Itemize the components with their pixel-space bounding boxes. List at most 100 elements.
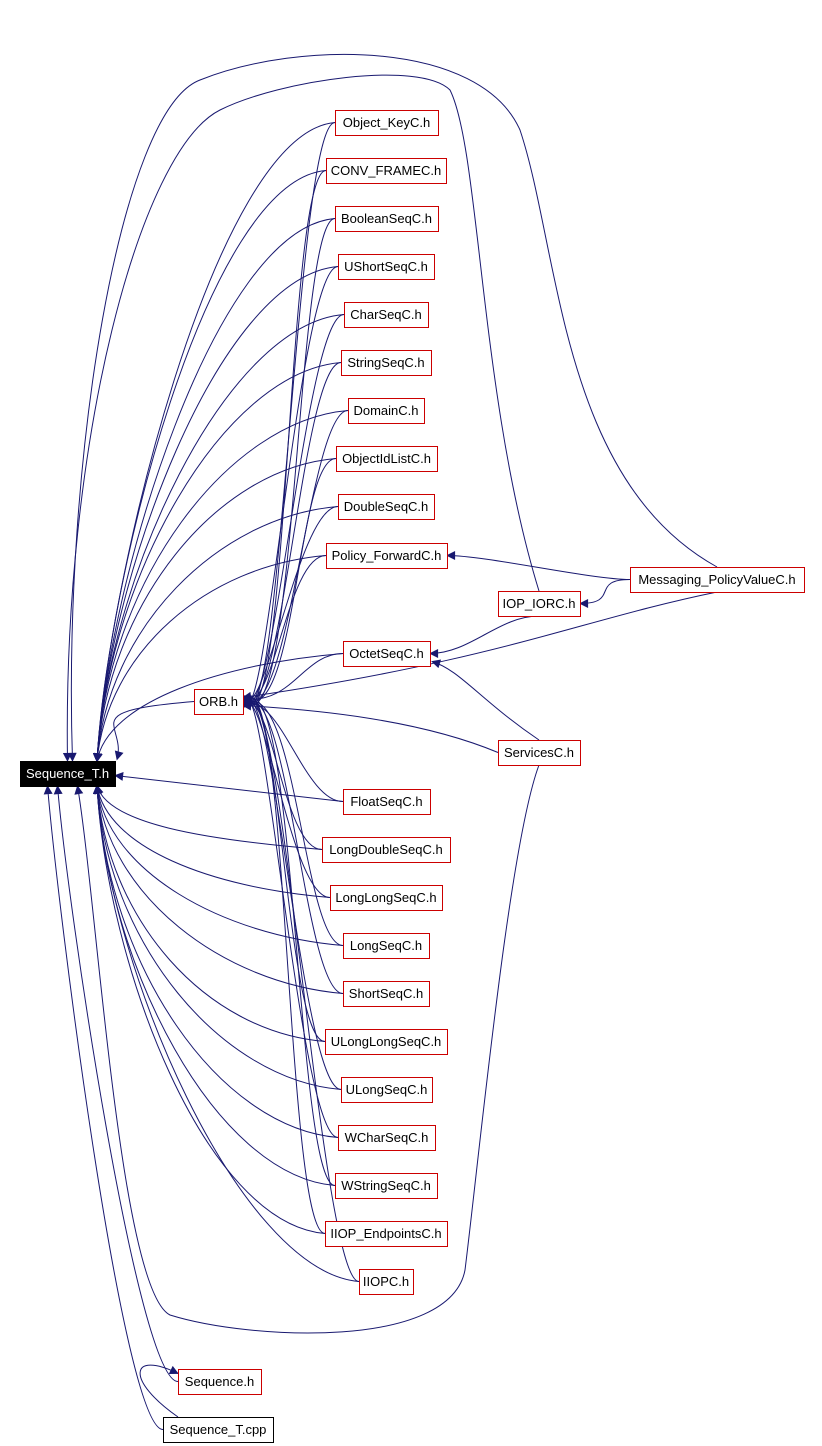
node-box [325,1029,448,1055]
node-label: Sequence_T.h [26,766,109,781]
node-ushortseqc-h[interactable]: UShortSeqC.h [338,254,435,280]
edge-objectidlistc-h-to-sequence-t-h [93,458,337,763]
edge-servicesc-h-to-sequence-t-h [74,764,540,1334]
node-orb-h[interactable]: ORB.h [194,689,244,715]
node-objectidlistc-h[interactable]: ObjectIdListC.h [336,446,438,472]
node-label: WCharSeqC.h [345,1130,429,1145]
edges-layer [43,53,718,1430]
edge-sequence-h-to-sequence-t-h [53,785,179,1382]
node-iiopc-h[interactable]: IIOPC.h [359,1269,414,1295]
node-label: Sequence.h [185,1374,254,1389]
node-domainc-h[interactable]: DomainC.h [348,398,425,424]
node-object-keyc-h[interactable]: Object_KeyC.h [335,110,439,136]
node-messaging-policyvaluec-h[interactable]: Messaging_PolicyValueC.h [630,567,805,593]
node-booleanseqc-h[interactable]: BooleanSeqC.h [335,206,439,232]
node-box [343,789,431,815]
node-wstringseqc-h[interactable]: WStringSeqC.h [335,1173,438,1199]
node-octetseqc-h[interactable]: OctetSeqC.h [343,641,431,667]
edge-messaging-policyvaluec-h-to-policy-forwardc-h [446,551,631,580]
node-label: DomainC.h [353,403,418,418]
node-sequence-h[interactable]: Sequence.h [178,1369,262,1395]
node-sequence-t-cpp[interactable]: Sequence_T.cpp [163,1417,274,1443]
node-box [322,837,451,863]
node-label: OctetSeqC.h [349,646,423,661]
node-iop-iorc-h[interactable]: IOP_IORC.h [498,591,581,617]
node-longlongseqc-h[interactable]: LongLongSeqC.h [330,885,443,911]
node-floatseqc-h[interactable]: FloatSeqC.h [343,789,431,815]
node-policy-forwardc-h[interactable]: Policy_ForwardC.h [326,543,448,569]
node-box [344,302,429,328]
node-charseqc-h[interactable]: CharSeqC.h [344,302,429,328]
edge-floatseqc-h-to-sequence-t-h [114,771,344,802]
node-box [498,740,581,766]
node-box [163,1417,274,1443]
edge-policy-forwardc-h-to-orb-h [242,555,327,707]
edge-stringseqc-h-to-orb-h [242,362,342,708]
node-label: ULongSeqC.h [346,1082,428,1097]
edge-doubleseqc-h-to-sequence-t-h [93,506,339,763]
nodes-layer: Sequence_T.h Object_KeyC.hCONV_FRAMEC.hBo… [20,110,805,1443]
edge-wcharseqc-h-to-sequence-t-h [92,784,339,1138]
edge-ulongseqc-h-to-orb-h [242,695,342,1090]
edge-octetseqc-h-to-orb-h [242,653,344,705]
node-label: ORB.h [199,694,238,709]
edge-messaging-policyvaluec-h-to-sequence-t-h [67,53,718,762]
node-doubleseqc-h[interactable]: DoubleSeqC.h [338,494,435,520]
node-box [326,543,448,569]
node-box [341,350,432,376]
node-label: FloatSeqC.h [350,794,422,809]
node-label: ServicesC.h [504,745,574,760]
node-shortseqc-h[interactable]: ShortSeqC.h [343,981,430,1007]
edge-ushortseqc-h-to-orb-h [241,266,339,708]
edge-iiopc-h-to-sequence-t-h [92,784,360,1282]
node-longdoubleseqc-h[interactable]: LongDoubleSeqC.h [322,837,451,863]
node-ulongseqc-h[interactable]: ULongSeqC.h [341,1077,433,1103]
edge-conv-framec-h-to-orb-h [242,170,327,708]
node-box [359,1269,414,1295]
edge-longdoubleseqc-h-to-sequence-t-h [94,784,323,850]
node-wcharseqc-h[interactable]: WCharSeqC.h [338,1125,436,1151]
node-box [178,1369,262,1395]
node-label: Object_KeyC.h [343,115,430,130]
node-box [338,494,435,520]
edge-wcharseqc-h-to-orb-h [241,695,339,1138]
edge-servicesc-h-to-octetseqc-h [431,659,540,741]
node-label: CONV_FRAMEC.h [331,163,442,178]
node-box [498,591,581,617]
node-label: ShortSeqC.h [349,986,423,1001]
node-servicesc-h[interactable]: ServicesC.h [498,740,581,766]
node-label: LongDoubleSeqC.h [329,842,442,857]
edge-ushortseqc-h-to-sequence-t-h [92,266,339,763]
node-label: UShortSeqC.h [344,259,428,274]
edge-sequence-t-cpp-to-sequence-t-h [43,785,164,1430]
node-sequence-t-h[interactable]: Sequence_T.h [20,761,116,787]
node-box [343,981,430,1007]
edge-stringseqc-h-to-sequence-t-h [92,362,342,763]
node-box [335,206,439,232]
node-conv-framec-h[interactable]: CONV_FRAMEC.h [326,158,447,184]
edge-ulonglongseqc-h-to-sequence-t-h [93,784,326,1042]
edge-messaging-policyvaluec-h-to-orb-h [242,591,718,701]
edge-iop-iorc-h-to-sequence-t-h [62,74,540,762]
node-label: WStringSeqC.h [341,1178,431,1193]
node-box [341,1077,433,1103]
edge-iiop-endpointsc-h-to-orb-h [242,695,326,1234]
node-label: StringSeqC.h [347,355,424,370]
node-label: ObjectIdListC.h [342,451,431,466]
node-label: CharSeqC.h [350,307,422,322]
node-label: LongSeqC.h [350,938,422,953]
node-label: ULongLongSeqC.h [331,1034,442,1049]
edge-object-keyc-h-to-orb-h [242,122,336,708]
node-box [348,398,425,424]
node-stringseqc-h[interactable]: StringSeqC.h [341,350,432,376]
edge-conv-framec-h-to-sequence-t-h [92,170,327,763]
node-box [335,110,439,136]
node-ulonglongseqc-h[interactable]: ULongLongSeqC.h [325,1029,448,1055]
node-longseqc-h[interactable]: LongSeqC.h [343,933,430,959]
edge-longlongseqc-h-to-sequence-t-h [93,784,331,898]
edge-iiop-endpointsc-h-to-sequence-t-h [92,784,326,1234]
node-iiop-endpointsc-h[interactable]: IIOP_EndpointsC.h [325,1221,448,1247]
edge-octetseqc-h-to-sequence-t-h [93,653,344,763]
node-box [325,1221,448,1247]
